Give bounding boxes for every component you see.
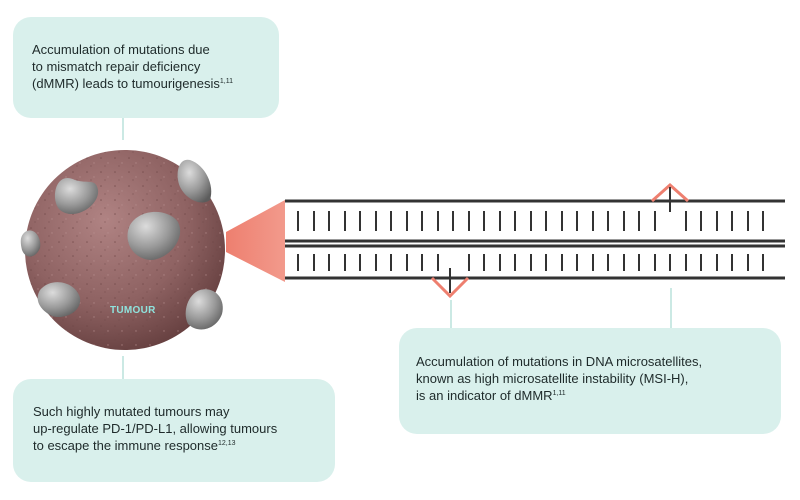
dna-ladder: [285, 199, 785, 280]
dna-rungs-upper: [297, 211, 764, 231]
connector-mutation-right: [670, 288, 672, 328]
reference-superscript: 12,13: [218, 440, 236, 447]
tumour-bump: [177, 159, 212, 203]
reference-superscript: 1,11: [552, 390, 566, 397]
tumour-bump: [20, 230, 41, 257]
dna-rungs-lower: [297, 254, 764, 271]
tumour-label: TUMOUR: [110, 305, 156, 316]
callout-msi-h: Accumulation of mutations in DNA microsa…: [399, 328, 781, 434]
zoom-funnel: [226, 200, 285, 282]
connector-top: [122, 118, 124, 140]
callout-immune-escape: Such highly mutated tumours may up-regul…: [13, 379, 335, 482]
mutation-marker-upper: [651, 182, 689, 212]
connector-mutation-left: [450, 300, 452, 328]
callout-tumourigenesis-text: Accumulation of mutations due to mismatc…: [32, 42, 233, 91]
reference-superscript: 1,11: [219, 78, 233, 85]
tumour-cell: [20, 150, 225, 350]
connector-bottom: [122, 356, 124, 379]
tumour-bump: [37, 282, 81, 318]
callout-tumourigenesis: Accumulation of mutations due to mismatc…: [13, 17, 279, 118]
tumour-bump: [55, 177, 99, 215]
tumour-bump: [185, 289, 223, 330]
callout-msi-h-text: Accumulation of mutations in DNA microsa…: [416, 354, 703, 403]
callout-immune-escape-text: Such highly mutated tumours may up-regul…: [33, 404, 278, 453]
mutation-marker-lower: [430, 268, 470, 299]
tumour-bump: [127, 211, 181, 260]
